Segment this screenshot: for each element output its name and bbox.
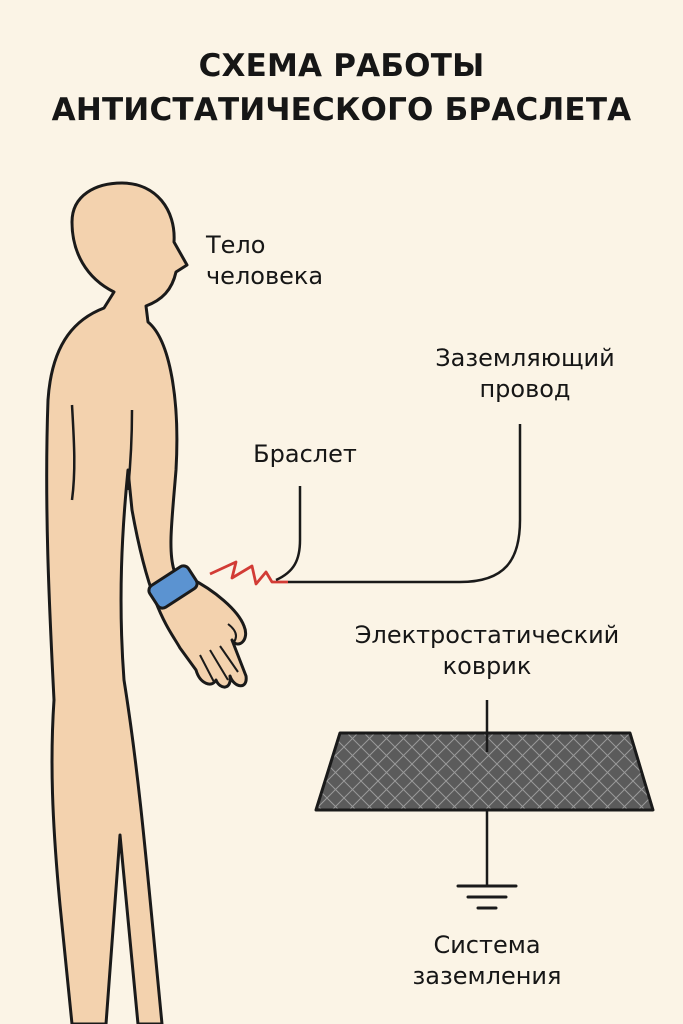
label-human-body-line-2: человека [206,262,324,290]
finger-line-1 [199,654,215,683]
mat-texture-line [457,733,554,810]
mat-texture-line [542,733,639,810]
label-bracelet: Браслет [220,439,390,470]
finger-line-2 [209,649,229,681]
mat-texture-line [0,725,26,820]
armpit-line [70,404,76,501]
mat-texture-line [610,733,653,810]
mat-texture-line [220,725,315,820]
mat-texture-line [525,733,622,810]
mat-texture-line [169,725,264,820]
mat-texture-line [169,725,264,820]
thumb-line [227,623,237,643]
mat-texture-line [316,733,401,810]
grounding-wire [288,424,522,584]
mat-texture-line [203,725,298,820]
resistor-zigzag [209,560,288,586]
mat-texture-line [338,733,435,810]
label-grounding-wire-line-1: Заземляющий [435,344,615,372]
mat-texture-line [662,725,683,820]
arm-inner-line [126,409,134,491]
mat-texture-line [220,725,315,820]
mat-texture-line [576,733,653,810]
mat-texture-line [0,725,26,820]
label-bracelet-line-1: Браслет [253,440,357,468]
mat-texture-line [627,733,653,810]
label-grounding-system-line-2: заземления [412,962,562,990]
mat-texture-line [186,725,281,820]
mat-texture-line [316,733,384,810]
mat-texture-line [474,733,571,810]
mat-texture-line [135,725,230,820]
mat-texture-line [0,725,43,820]
mat-texture-line [440,733,537,810]
title-line-2: АНТИСТАТИЧЕСКОГО БРАСЛЕТА [51,92,632,128]
bracelet-pointer [275,486,302,582]
mat-texture-line [0,725,43,820]
ground-symbol-icon [456,884,518,910]
label-grounding-wire: Заземляющий провод [390,343,660,405]
mat-texture-line [152,725,247,820]
mat-texture-line [135,725,230,820]
label-electrostatic-mat-line-1: Электростатический [354,621,620,649]
mat-texture-line [508,733,605,810]
mat-texture-line [662,725,683,820]
mat-texture-line [321,733,418,810]
wrist-bracelet [147,564,199,610]
mat-texture-line [355,733,452,810]
mat-texture-line [152,725,247,820]
mat-texture-line [0,725,9,820]
mat-texture-line [389,733,486,810]
label-electrostatic-mat: Электростатический коврик [312,620,662,682]
label-grounding-wire-line-2: провод [479,375,571,403]
label-electrostatic-mat-line-2: коврик [442,652,532,680]
mat-texture-line [491,733,588,810]
label-grounding-system: Система заземления [372,930,602,992]
mat-texture-line [186,725,281,820]
mat-texture-line [203,725,298,820]
mat-texture-line [0,725,9,820]
mat-texture-line [610,733,653,810]
mat-texture-line [679,725,683,820]
finger-line-3 [219,645,239,673]
human-body [45,181,248,1024]
mat-texture-line [679,725,683,820]
mat-texture-line [372,733,469,810]
label-grounding-system-line-1: Система [433,931,541,959]
label-human-body: Тело человека [206,230,386,292]
diagram-title: СХЕМА РАБОТЫ АНТИСТАТИЧЕСКОГО БРАСЛЕТА [0,44,683,132]
mat-texture-line [316,733,350,810]
mat-texture-line [423,733,520,810]
title-line-1: СХЕМА РАБОТЫ [198,48,485,84]
label-human-body-line-1: Тело [206,231,266,259]
